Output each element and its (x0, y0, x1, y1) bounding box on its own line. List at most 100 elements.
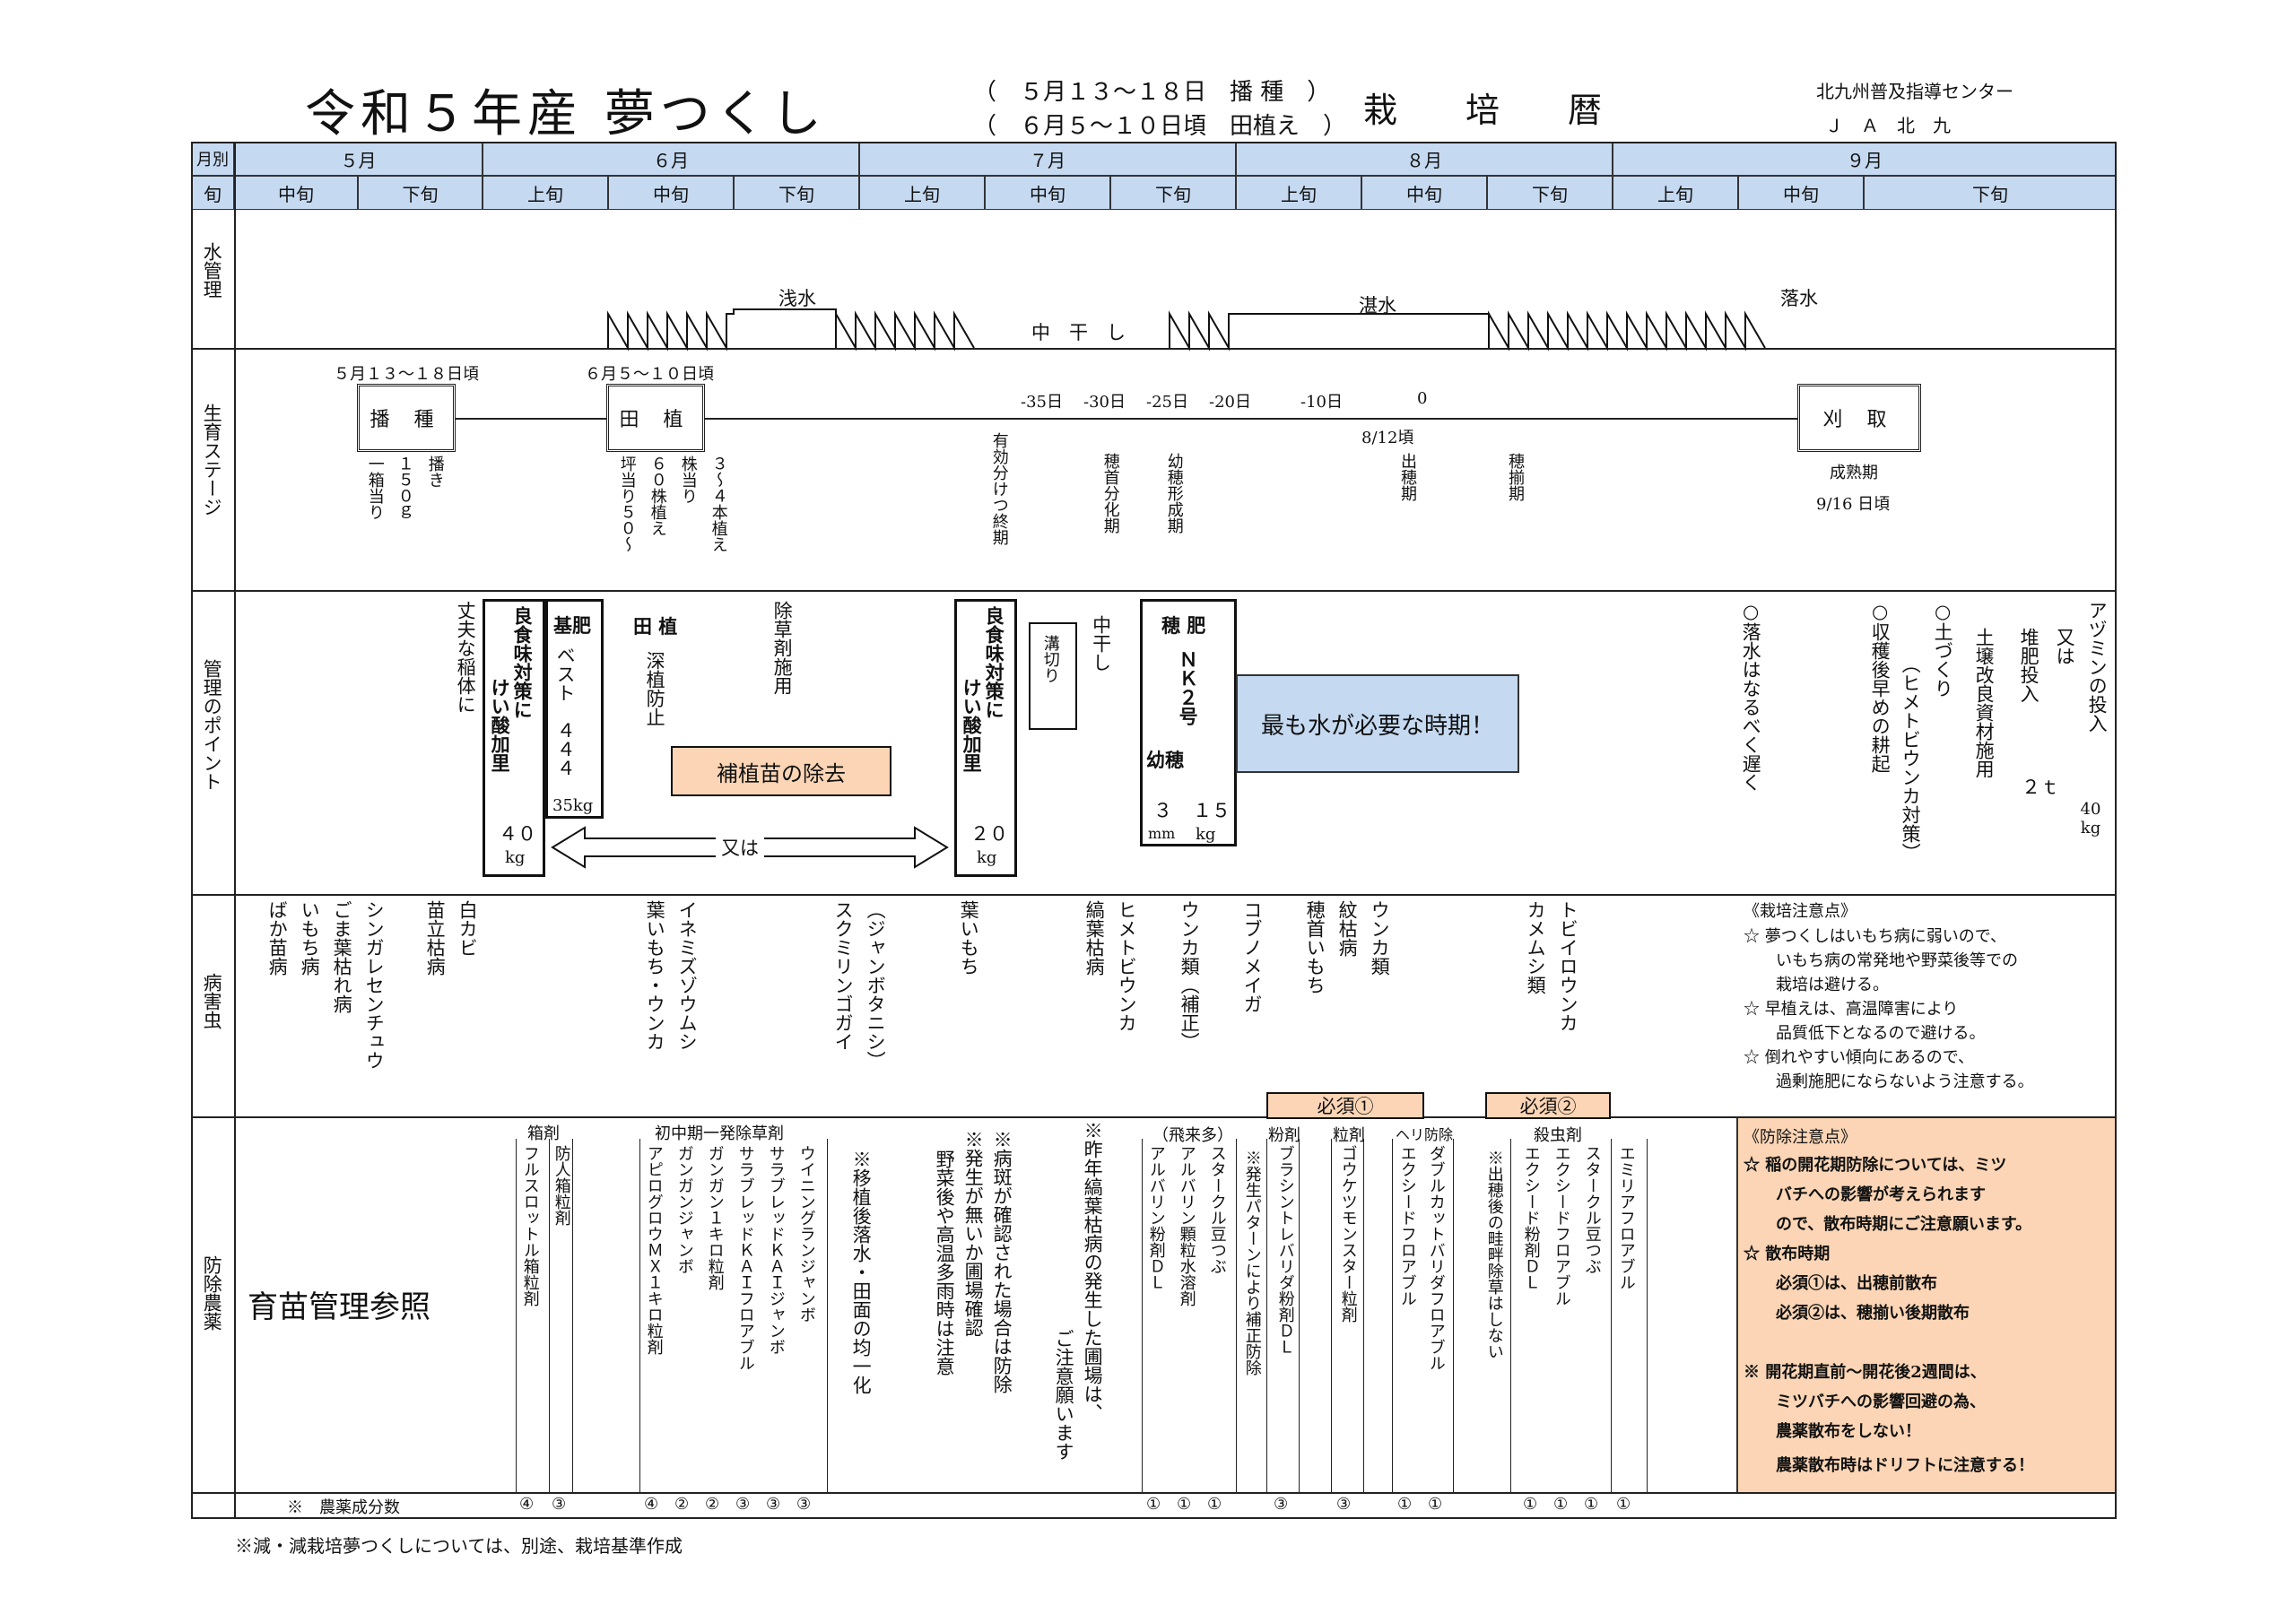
component-count-label: ※ 農薬成分数 (287, 1498, 400, 1517)
chem-item: エミリアフロアブル (1616, 1145, 1636, 1290)
month-jul: ７月 (859, 142, 1236, 176)
period-cell: 下旬 (734, 176, 859, 210)
chem-col-line (827, 1139, 828, 1492)
pest-item: トビイロウンカ (1557, 900, 1579, 1032)
herbicide-note: 除草剤施用 (771, 601, 794, 695)
harvest-box: 刈 取 (1797, 384, 1921, 452)
pest-item: スクミリンゴガイ (832, 900, 855, 1051)
cultivation-note: ☆ 早植えは、高温障害により (1744, 1000, 1959, 1019)
cultivation-note: 品質低下となるので避ける。 (1744, 1024, 1986, 1043)
pest-item: ヒメトビウンカ (1116, 900, 1138, 1032)
insecticide-head: 殺虫剤 (1534, 1126, 1582, 1145)
chem-item: ダブルカットバリダフロアブル (1426, 1145, 1446, 1371)
chem-col-line (1299, 1139, 1300, 1492)
day-marker: -25日 (1146, 393, 1188, 412)
pest-item: 穂首いもち (1304, 900, 1326, 994)
point-compost-amt: ２ｔ (2022, 777, 2059, 798)
chem-col-line (549, 1139, 550, 1492)
chem-item: ゴウケツモンスター粒剤 (1338, 1145, 1358, 1323)
period-cell: 中旬 (985, 176, 1110, 210)
sow-box: 播 種 (357, 384, 456, 452)
hogoe-youho: 幼穂 (1146, 749, 1184, 771)
hogoe-amt: １５ (1193, 800, 1231, 821)
caution-line: 農薬散布時はドリフトに注意する！ (1744, 1456, 2034, 1475)
plant-box: 田 植 (606, 384, 705, 452)
nakaboshi-label: 中干し (1090, 615, 1112, 672)
caution-line: ※ 開花期直前〜開花後2週間は、 (1744, 1363, 1987, 1382)
chem-note: ご注意願います (1053, 1329, 1075, 1461)
point-compost: 堆肥投入 (2018, 628, 2040, 703)
chem-col-line (639, 1139, 640, 1492)
table-frame (191, 142, 2117, 1519)
nursery-label: 育苗管理参照 (248, 1289, 430, 1325)
caution-line: ☆ 散布時期 (1744, 1245, 1831, 1263)
silica-1: けい酸加里 (489, 678, 512, 772)
taue-title: 田 植 (633, 615, 678, 638)
chem-item: エクシードフロアブル (1552, 1145, 1571, 1306)
chem-item: ガンガン１キロ粒剤 (705, 1145, 725, 1290)
chem-item: 防人箱粒剤 (552, 1145, 571, 1226)
chem-col-line (1331, 1139, 1332, 1492)
hogoe-mm: ３ (1153, 800, 1172, 821)
point-soil-3: 土壌改良資材施用 (1973, 628, 1996, 778)
caution-line: ☆ 稲の開花期防除については、ミツ (1744, 1156, 2007, 1175)
calendar-title: 栽 培 暦 (1363, 91, 1603, 130)
chem-note: ※出穂後の畦畔除草はしない (1484, 1150, 1504, 1359)
cultivation-note: ☆ 倒れやすい傾向にあるので、 (1744, 1048, 1975, 1067)
point-azumin-amt: 40 kg (2080, 800, 2101, 838)
chem-item: スタークル豆つぶ (1207, 1145, 1227, 1274)
pest-item: 縞葉枯病 (1083, 900, 1106, 976)
pest-item: （ジャンボタニシ） (865, 900, 887, 1070)
chem-item: スタークル豆つぶ (1582, 1145, 1602, 1274)
row-label-chem: 防除農薬 (201, 1255, 223, 1331)
chem-col-line (1611, 1139, 1612, 1492)
point-early-till: ○収穫後早めの耕起 (1869, 601, 1892, 773)
pest-item: シンガレセンチュウ (363, 900, 386, 1070)
period-cell: 下旬 (1110, 176, 1236, 210)
pest-item: ウンカ類 (1369, 900, 1391, 976)
chem-item: フルスロットル箱粒剤 (520, 1145, 540, 1306)
stage-label: 幼穂形成期 (1164, 453, 1184, 534)
most-water-box: 最も水が必要な時期！ (1236, 674, 1519, 773)
plant-note: ６０株植え (648, 456, 667, 536)
or-label: 又は (716, 834, 764, 861)
chem-col-line (516, 1139, 517, 1492)
caution-line: 必須①は、出穂前散布 (1744, 1274, 1937, 1293)
caution-line: 農薬散布をしない！ (1744, 1422, 1921, 1441)
row-divider (191, 590, 2117, 592)
org-name-1: 北九州普及指導センター (1816, 81, 2013, 102)
chem-note: ※昨年縞葉枯病の発生した圃場は、 (1082, 1121, 1104, 1422)
chem-col-line (1266, 1139, 1267, 1492)
count: ① (1584, 1495, 1599, 1514)
period-cell: 下旬 (358, 176, 483, 210)
period-cell: 上旬 (483, 176, 608, 210)
stage-label: 出穂期 (1398, 453, 1417, 501)
sow-date: ５月１３〜１８日頃 (334, 365, 479, 384)
chem-note: ※病斑が確認された場合は防除 (991, 1130, 1013, 1393)
count: ③ (1336, 1495, 1352, 1514)
count: ② (674, 1495, 690, 1514)
cultivation-note: 栽培は避ける。 (1744, 976, 1889, 994)
point-or: 又は (2054, 628, 2076, 665)
cultivation-note: 過剰施肥にならないよう注意する。 (1744, 1072, 2034, 1091)
must-2-badge: 必須② (1485, 1092, 1611, 1119)
planting-period: （ ６月５〜１０日頃 田植え ） (973, 113, 1347, 140)
pest-item: カメムシ類 (1525, 900, 1547, 994)
chem-col-line (1142, 1139, 1143, 1492)
row-divider (191, 348, 2117, 350)
footer-note: ※減・減栽培夢つくしについては、別途、栽培基準作成 (235, 1535, 683, 1557)
chem-item: ※発生パターンにより補正防除 (1242, 1150, 1262, 1376)
period-cell: 上旬 (1236, 176, 1361, 210)
plant-note: 坪当り５０〜 (617, 456, 637, 552)
day-marker: -20日 (1209, 393, 1251, 412)
pest-item: いもち病 (299, 900, 321, 976)
row-label-points: 管理のポイント (201, 659, 223, 791)
chem-item: ガンガンジャンボ (674, 1145, 694, 1274)
period-cell: 下旬 (1864, 176, 2117, 210)
count: ③ (735, 1495, 751, 1514)
sow-note: １５０ｇ (395, 456, 414, 520)
must-1-badge: 必須① (1266, 1092, 1424, 1119)
stage-label: 有効分けつ終期 (989, 432, 1009, 545)
silica-2-amt: ２０ (970, 823, 1008, 845)
row-label-water: 水管理 (201, 242, 223, 299)
